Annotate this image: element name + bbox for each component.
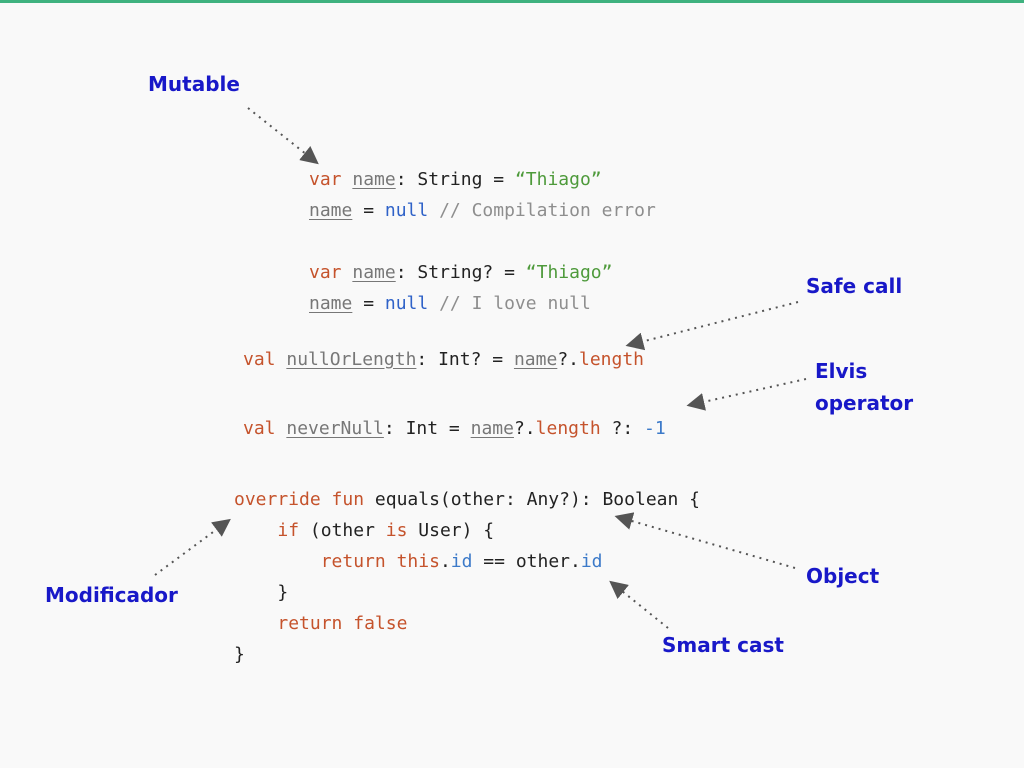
- arrow-object: [614, 512, 796, 569]
- code-line: return this.id == other.id: [320, 551, 603, 572]
- top-accent-rule: [0, 0, 1024, 3]
- arrow-safe-call: [625, 301, 799, 351]
- label-mutable: Mutable: [148, 72, 240, 96]
- arrow-elvis: [686, 378, 807, 411]
- code-line: }: [277, 582, 289, 603]
- code-line: }: [234, 644, 245, 665]
- code-line: var name: String? = “Thiago”: [309, 262, 613, 283]
- code-line: if (other is User) {: [277, 520, 495, 541]
- arrow-mutable: [247, 107, 319, 165]
- code-line-elvis: val neverNull: Int = name?.length ?: -1: [243, 418, 666, 439]
- code-line: var name: String = “Thiago”: [309, 169, 602, 190]
- code-line: return false: [277, 613, 408, 634]
- code-block-equals: override fun equals(other: Any?): Boolea…: [234, 484, 700, 670]
- code-line: name = null // Compilation error: [309, 200, 656, 221]
- label-modificador: Modificador: [45, 583, 178, 607]
- arrow-modificador: [154, 518, 231, 576]
- code-line-safe-call: val nullOrLength: Int? = name?.length: [243, 349, 645, 370]
- code-line: override fun equals(other: Any?): Boolea…: [234, 489, 701, 510]
- label-safe-call: Safe call: [806, 274, 903, 298]
- code-block-mutability: var name: String = “Thiago” name = null …: [309, 164, 656, 319]
- arrow-smart-cast: [609, 580, 669, 629]
- label-object: Object: [806, 564, 880, 588]
- label-smart-cast: Smart cast: [662, 633, 784, 657]
- code-line: name = null // I love null: [309, 293, 591, 314]
